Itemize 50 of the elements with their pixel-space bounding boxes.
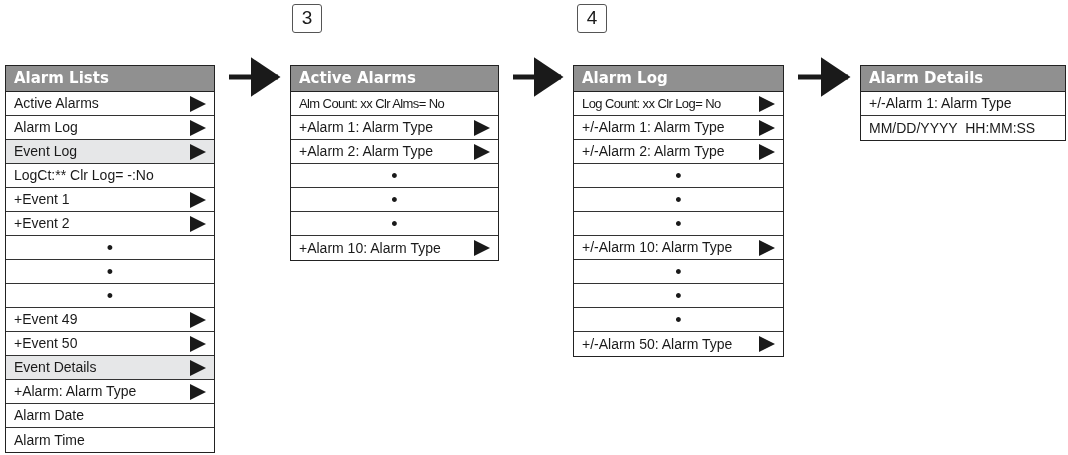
panel-heading: Alarm Details: [861, 66, 1065, 92]
row-label: Active Alarms: [14, 94, 99, 113]
ellipsis-dot: •: [675, 190, 682, 209]
ellipsis-dot: •: [391, 190, 398, 209]
step-number: 3: [292, 4, 322, 33]
row-label: +Alarm: Alarm Type: [14, 382, 137, 401]
menu-panel: [860, 65, 1066, 141]
row-label: LogCt:** Clr Log= -:No: [14, 166, 154, 185]
menu-panel: [5, 65, 215, 453]
row-label: Log Count: xx Clr Log= No: [582, 94, 721, 113]
row-label: +/-Alarm 2: Alarm Type: [582, 142, 725, 161]
row-label: +Event 50: [14, 334, 78, 353]
panel-heading: Active Alarms: [291, 66, 498, 92]
row-label: +Event 1: [14, 190, 70, 209]
step-number: 4: [577, 4, 607, 33]
menu-panel: [573, 65, 784, 357]
panel-heading: Alarm Log: [574, 66, 783, 92]
row-label: MM/DD/YYYY HH:MM:SS: [869, 118, 1036, 138]
ellipsis-dot: •: [675, 262, 682, 281]
row-label: Event Log: [14, 142, 78, 161]
row-label: Alm Count: xx Clr Alms= No: [299, 94, 445, 113]
ellipsis-dot: •: [675, 286, 682, 305]
arrow: [229, 57, 281, 97]
row-label: +/-Alarm 1: Alarm Type: [582, 118, 725, 137]
row-label: +/-Alarm 10: Alarm Type: [582, 238, 733, 257]
ellipsis-dot: •: [675, 310, 682, 329]
menu-row: [6, 356, 214, 380]
row-label: +Alarm 2: Alarm Type: [299, 142, 433, 161]
row-label: Alarm Time: [14, 430, 85, 450]
row-label: +Alarm 1: Alarm Type: [299, 118, 433, 137]
row-label: Alarm Date: [14, 406, 85, 425]
ellipsis-dot: •: [675, 166, 682, 185]
ellipsis-dot: •: [106, 238, 114, 257]
menu-row: [6, 140, 214, 164]
menu-panel: [290, 65, 499, 261]
ellipsis-dot: •: [675, 214, 682, 233]
row-label: Alarm Log: [14, 118, 78, 137]
row-label: Event Details: [14, 358, 97, 377]
arrow: [513, 57, 564, 97]
ellipsis-dot: •: [106, 286, 114, 305]
row-label: +/-Alarm 1: Alarm Type: [869, 94, 1012, 113]
ellipsis-dot: •: [391, 166, 398, 185]
ellipsis-dot: •: [106, 262, 114, 281]
ellipsis-dot: •: [391, 214, 398, 233]
arrow: [798, 57, 851, 97]
row-label: +/-Alarm 50: Alarm Type: [582, 334, 733, 354]
panel-heading: Alarm Lists: [6, 66, 214, 92]
row-label: +Event 2: [14, 214, 70, 233]
row-label: +Event 49: [14, 310, 78, 329]
row-label: +Alarm 10: Alarm Type: [299, 238, 441, 258]
